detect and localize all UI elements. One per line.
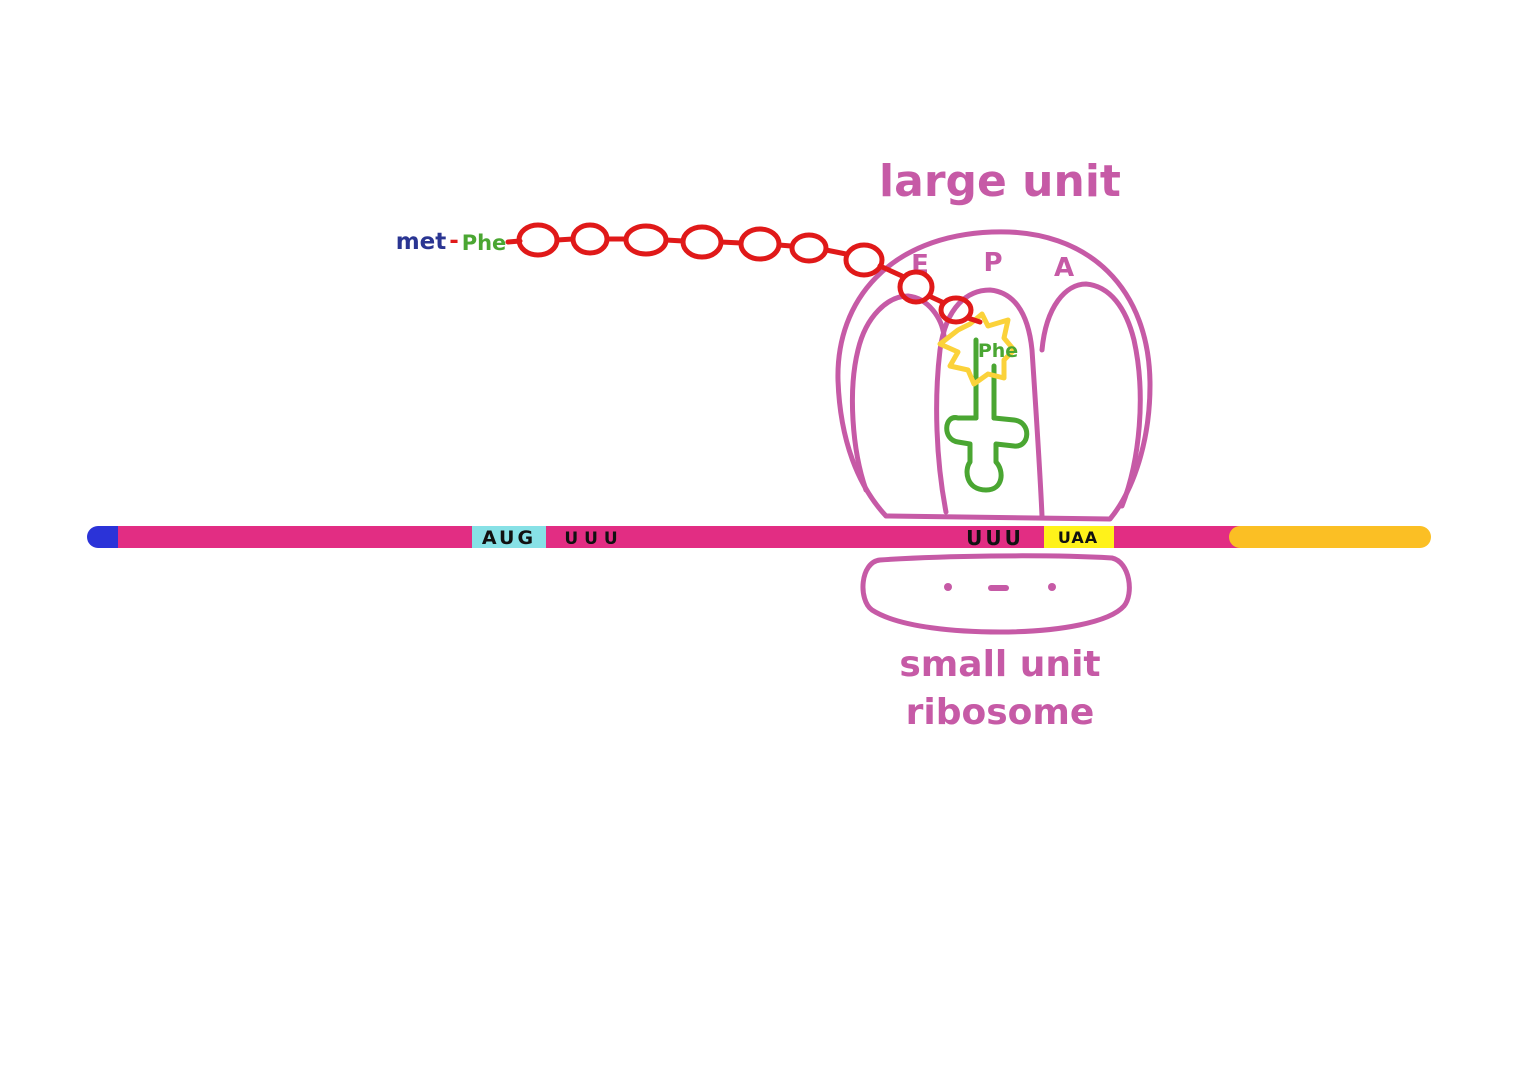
chain-bead bbox=[680, 224, 724, 260]
chain-link bbox=[663, 237, 686, 244]
large-ribosome-unit bbox=[835, 229, 1153, 522]
trna-molecule bbox=[944, 337, 1030, 493]
site-p-label: P bbox=[983, 248, 1002, 278]
large-unit-p-site-lobe bbox=[934, 287, 1045, 519]
chain-bead bbox=[789, 232, 829, 264]
mrna-coding-region bbox=[118, 526, 1242, 548]
ribosome-label: ribosome bbox=[906, 692, 1095, 733]
chain-bead bbox=[897, 269, 935, 305]
chain-phe-label: Phe bbox=[462, 231, 507, 255]
chain-link bbox=[718, 239, 744, 246]
small-unit-dot-right bbox=[1048, 583, 1056, 591]
stop-codon-label: UAA bbox=[1058, 528, 1098, 547]
p-site-codon-label: UUU bbox=[966, 526, 1024, 550]
polypeptide-chain bbox=[505, 222, 983, 325]
large-unit-a-site-lobe bbox=[1039, 281, 1143, 509]
trna-cloverleaf bbox=[944, 415, 1030, 493]
chain-bead bbox=[570, 222, 610, 256]
small-unit-outline bbox=[860, 553, 1132, 635]
start-codon-highlight bbox=[472, 526, 546, 548]
chain-bead bbox=[843, 242, 885, 278]
large-unit-left-lobe bbox=[850, 293, 947, 493]
amino-acid-star bbox=[937, 311, 1017, 387]
trna-amino-acid-label: Phe bbox=[978, 340, 1018, 362]
start-codon-label: AUG bbox=[482, 527, 536, 549]
stop-codon-highlight bbox=[1044, 526, 1114, 548]
chain-bead bbox=[938, 295, 974, 325]
chain-bead bbox=[738, 226, 782, 262]
chain-link bbox=[823, 247, 849, 257]
large-unit-label: large unit bbox=[879, 156, 1121, 207]
chain-bead bbox=[516, 222, 560, 258]
small-unit-dot-left bbox=[944, 583, 952, 591]
chain-link bbox=[965, 315, 983, 325]
codon-2-label: U U U bbox=[564, 529, 617, 549]
chain-met-label: met bbox=[396, 229, 447, 255]
chain-link bbox=[926, 293, 945, 305]
chain-dash: - bbox=[449, 228, 459, 254]
small-ribosome-unit bbox=[860, 553, 1132, 635]
chain-link bbox=[877, 263, 905, 279]
chain-bead bbox=[623, 223, 669, 257]
small-unit-label: small unit bbox=[899, 644, 1100, 685]
large-unit-outline bbox=[835, 229, 1153, 522]
mrna-strand: AUG U U U UUU UAA bbox=[87, 526, 1431, 550]
chain-link bbox=[554, 236, 576, 243]
chain-link bbox=[776, 242, 794, 249]
site-a-label: A bbox=[1054, 253, 1074, 283]
